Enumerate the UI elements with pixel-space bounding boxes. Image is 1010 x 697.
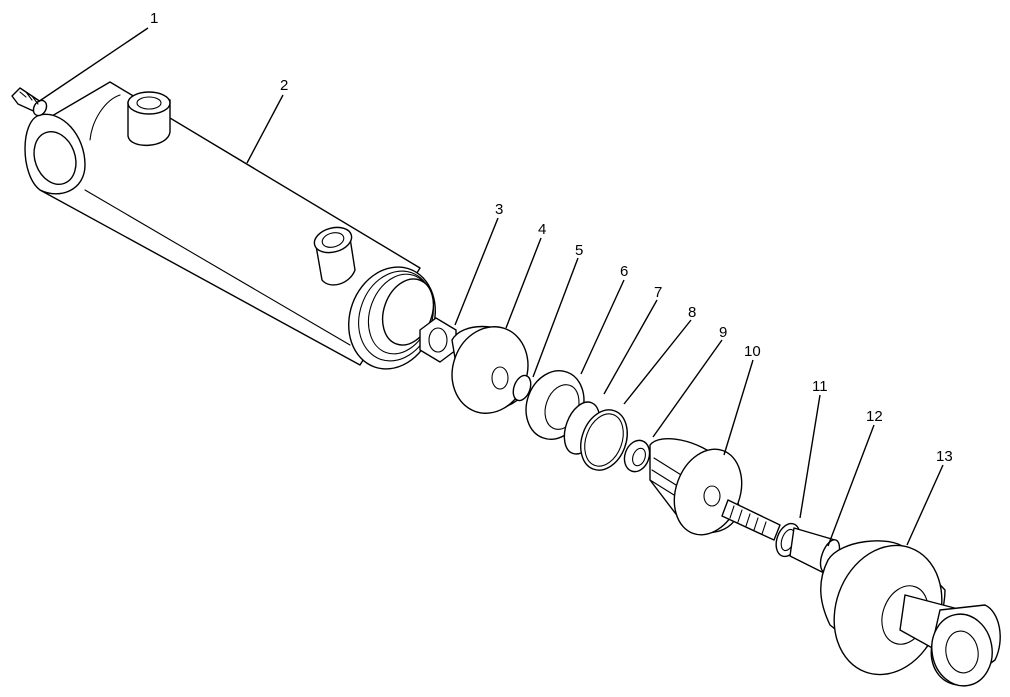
callout-10: 10 <box>744 343 761 360</box>
leader-11 <box>799 394 821 519</box>
callout-2: 2 <box>280 77 288 94</box>
leader-2 <box>246 94 284 164</box>
leader-lines <box>37 27 944 547</box>
leader-10 <box>723 359 754 456</box>
leader-4 <box>505 237 542 329</box>
callout-6: 6 <box>620 263 628 280</box>
hex-nut <box>419 317 457 363</box>
callout-11: 11 <box>812 378 828 395</box>
callout-5: 5 <box>575 242 583 259</box>
callout-3: 3 <box>495 201 503 218</box>
inner-seal <box>623 439 651 473</box>
leader-3 <box>454 217 499 326</box>
callout-12: 12 <box>866 408 883 425</box>
gland-head <box>649 438 743 536</box>
grease-fitting <box>11 87 48 117</box>
callout-8: 8 <box>688 304 696 321</box>
rod-end-clevis <box>820 540 1001 687</box>
cylinder-barrel <box>24 81 436 370</box>
callout-4: 4 <box>538 221 546 238</box>
o-ring <box>580 409 628 471</box>
leader-5 <box>532 257 579 378</box>
callout-7: 7 <box>654 284 662 301</box>
piston <box>451 325 529 414</box>
callout-13: 13 <box>936 448 953 465</box>
callout-numbers: 1 2 3 4 5 6 7 8 9 10 11 12 13 <box>150 10 953 465</box>
callout-1: 1 <box>150 10 158 27</box>
small-o-ring <box>512 374 532 402</box>
leader-13 <box>906 464 944 546</box>
callout-9: 9 <box>719 324 727 341</box>
leader-8 <box>623 319 692 405</box>
leader-6 <box>580 279 625 375</box>
leader-7 <box>603 299 658 395</box>
leader-12 <box>827 424 875 547</box>
leader-9 <box>652 339 723 438</box>
leader-1 <box>37 27 149 103</box>
